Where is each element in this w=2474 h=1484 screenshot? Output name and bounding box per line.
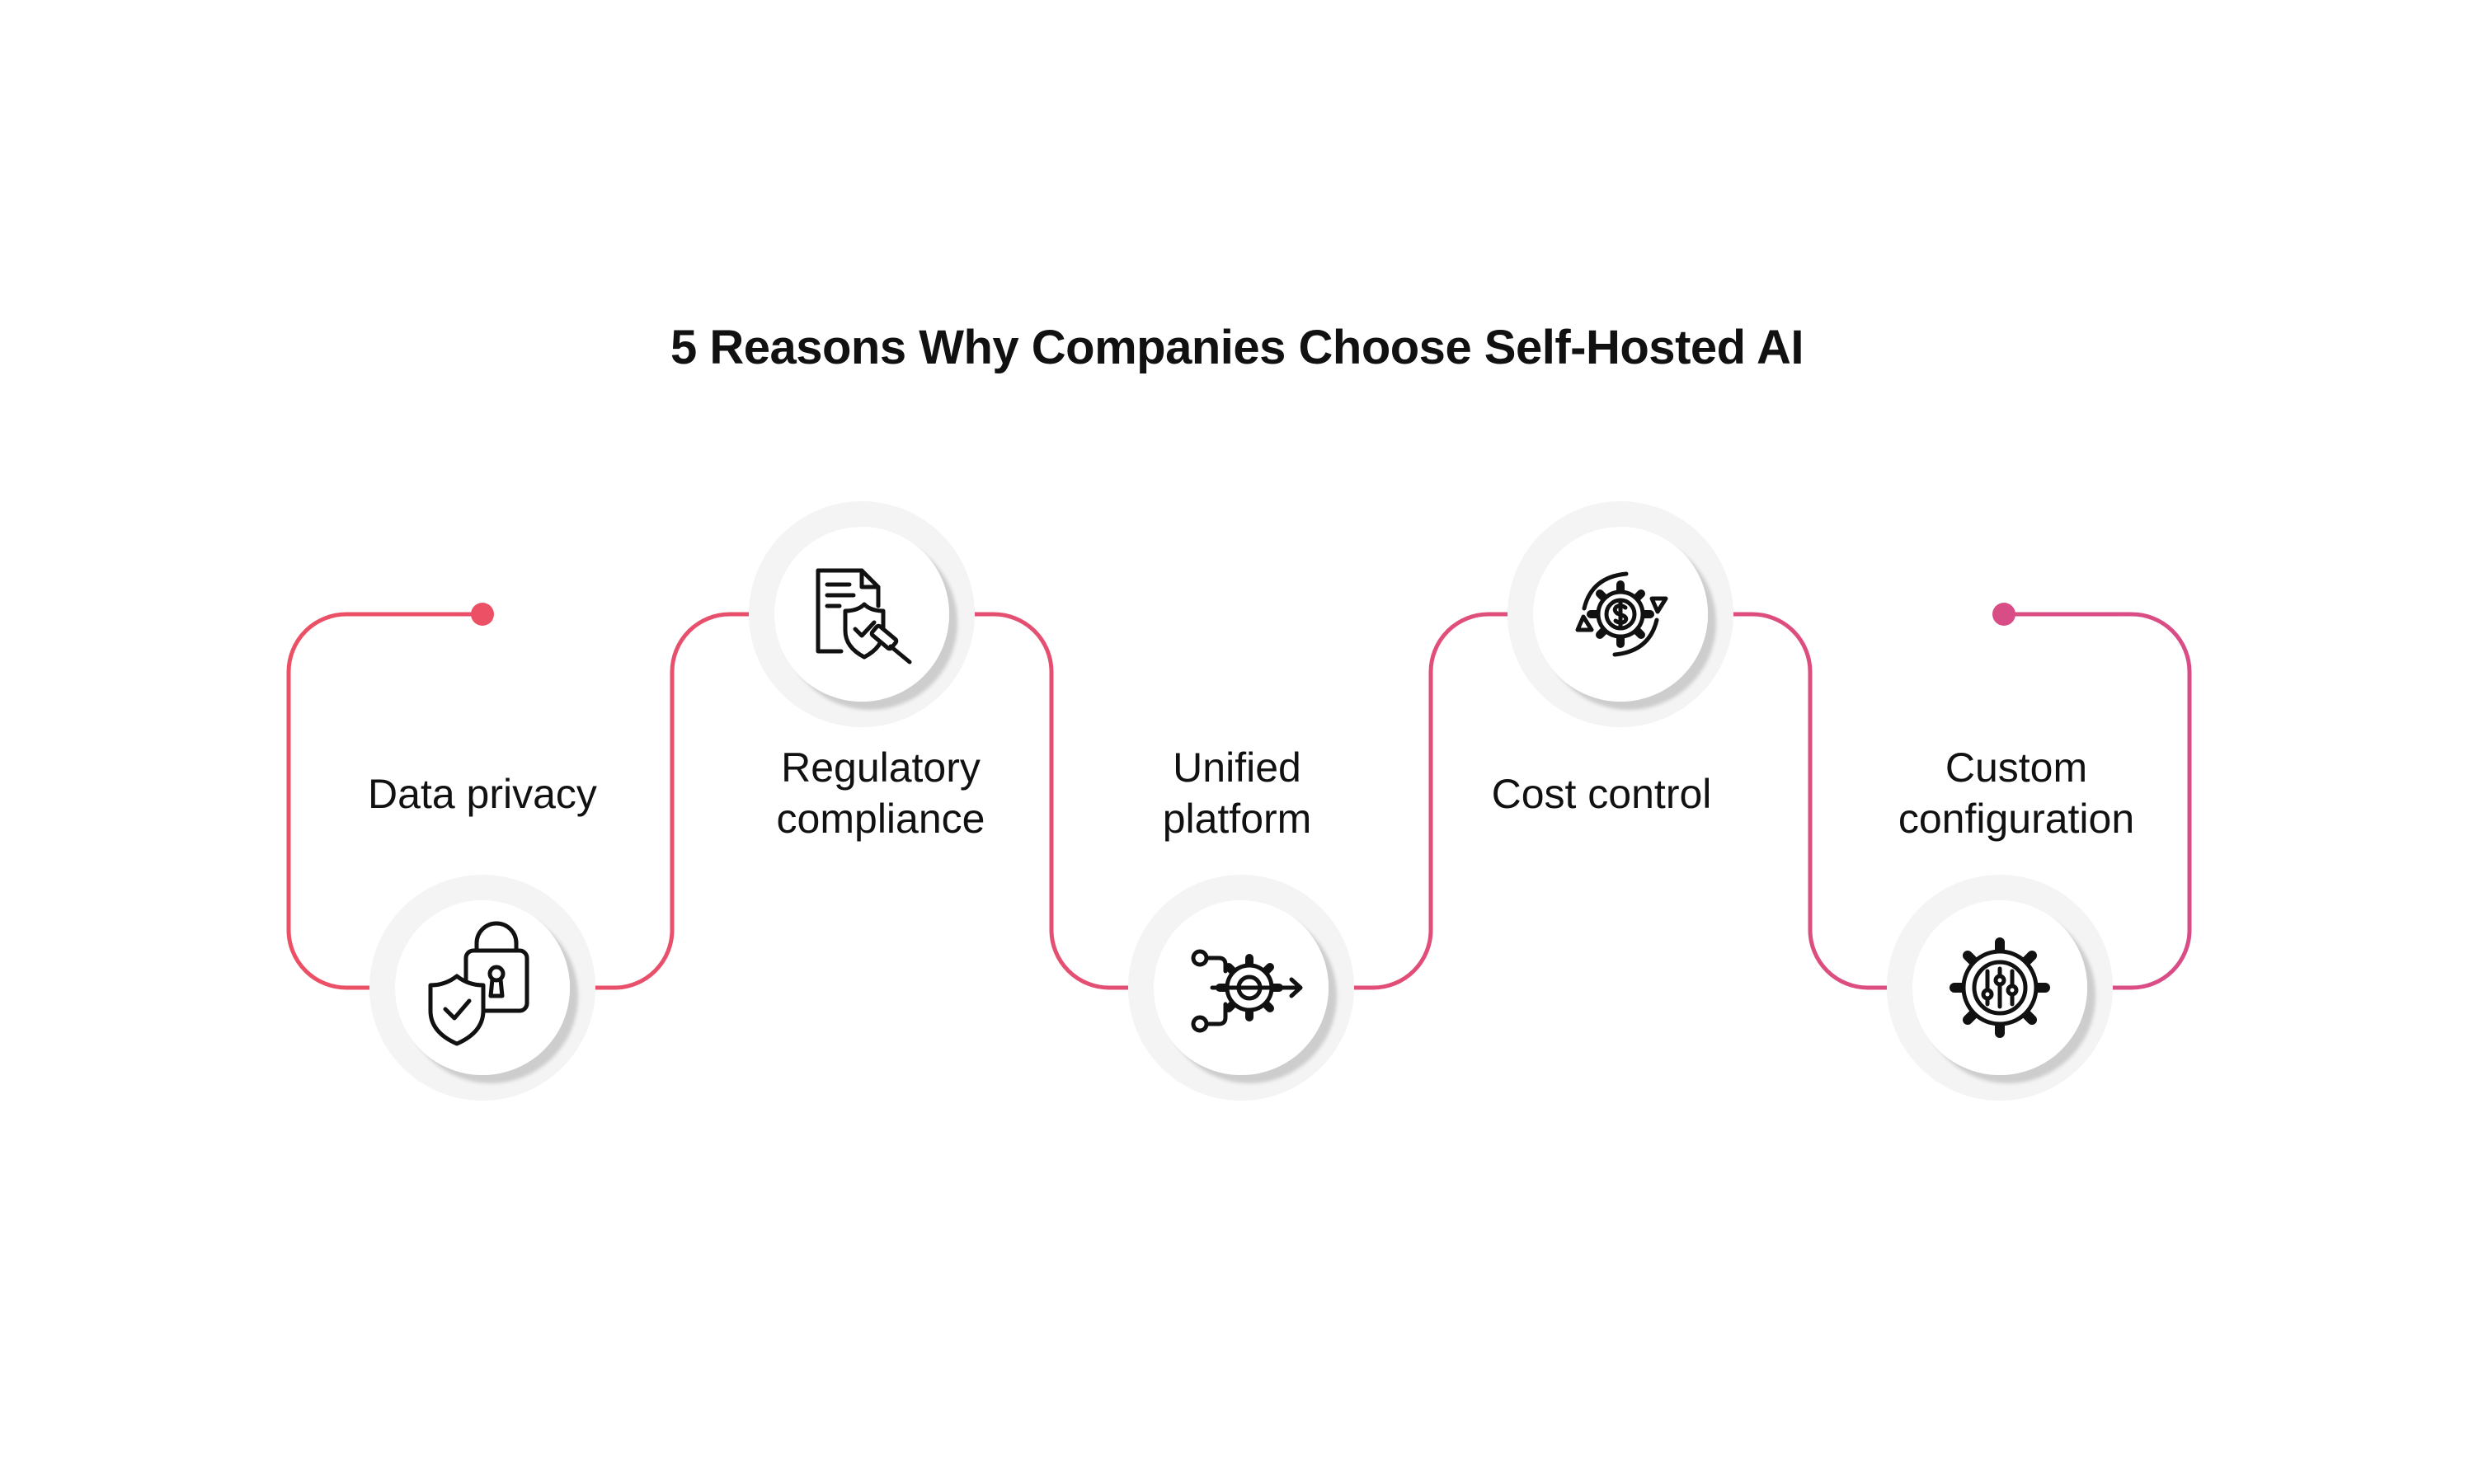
shield-lock-icon [428,921,529,1046]
step-label-cost-control: Cost control [1420,768,1783,819]
step-label-data-privacy: Data privacy [301,768,664,819]
step-label-line: Regulatory [781,744,981,791]
connector-line-2 [593,612,751,990]
step-label-line: platform [1162,796,1312,842]
step-label-line: Unified [1173,744,1301,791]
start-dot [471,603,494,626]
connector-line-4 [1352,612,1510,990]
end-dot [1992,603,2015,626]
gear-network-arrow-icon [1191,949,1303,1033]
document-shield-gavel-icon [816,568,912,665]
connector-line-1 [286,612,485,990]
connector-line-6 [2001,612,2192,990]
connector-line-3 [972,612,1131,990]
gear-sliders-icon [1950,937,2050,1038]
diagram-title: 5 Reasons Why Companies Choose Self-Host… [670,321,1804,374]
step-label-line: Cost control [1491,771,1712,817]
step-label-line: compliance [776,796,985,842]
step-label-line: Custom [1945,744,2088,791]
connector-line-5 [1731,612,1889,990]
dollar-gear-cycle-icon [1575,571,1668,657]
step-label-custom-configuration: Custom configuration [1835,742,2198,844]
step-label-line: configuration [1898,796,2135,842]
step-label-regulatory-compliance: Regulatory compliance [699,742,1062,844]
step-label-unified-platform: Unified platform [1056,742,1418,844]
step-label-line: Data privacy [368,771,597,817]
